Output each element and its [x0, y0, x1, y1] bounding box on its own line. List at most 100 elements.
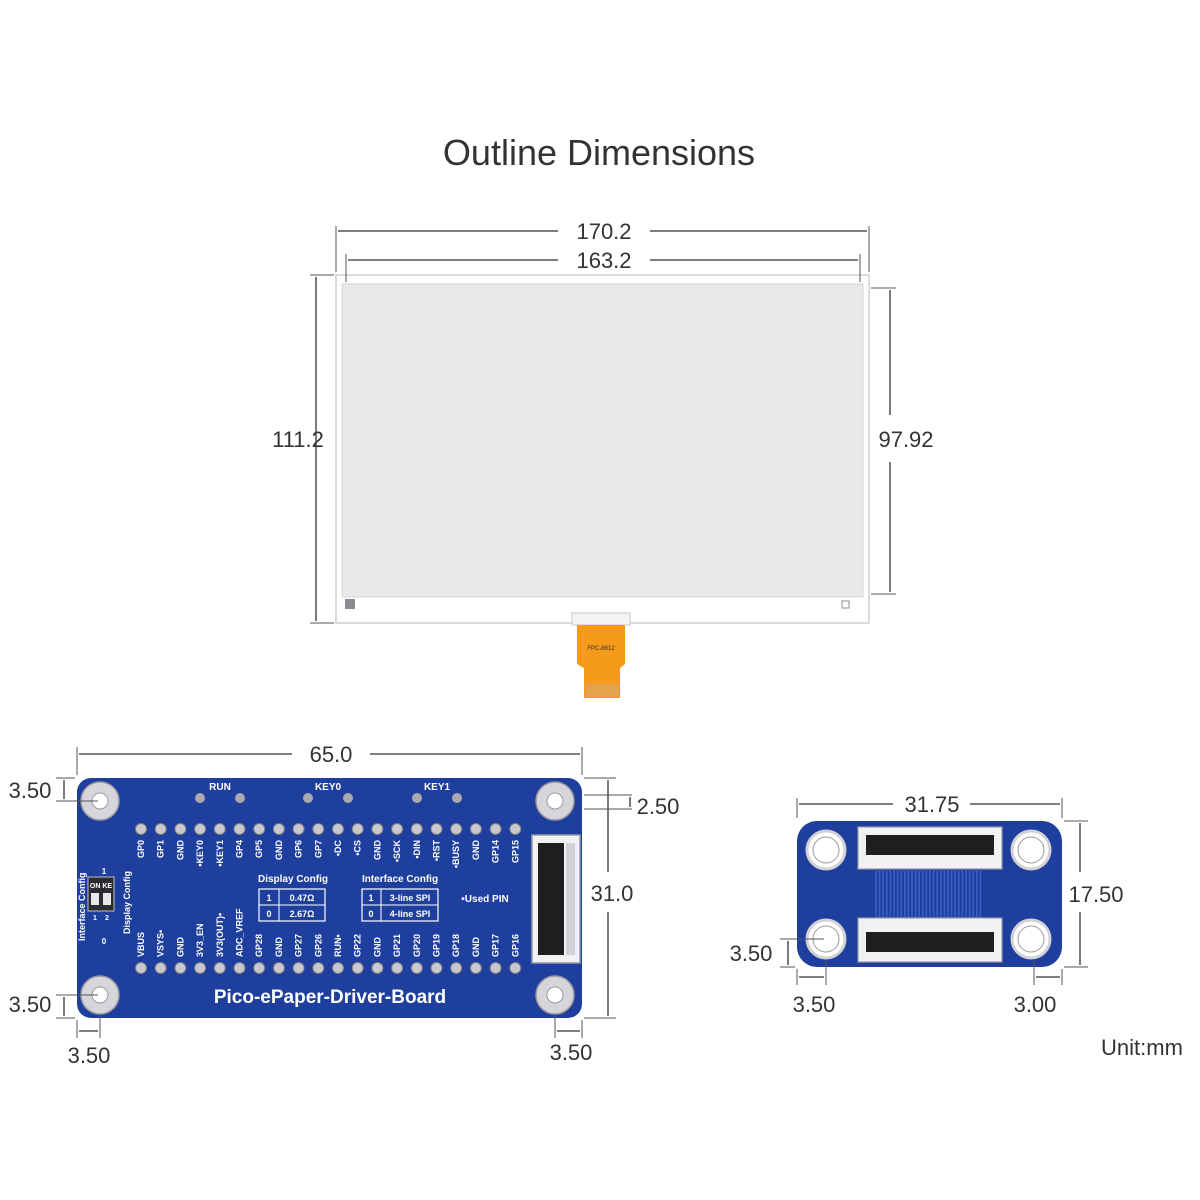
- header-pin-pad: [135, 962, 147, 974]
- display-config-value-1: 0.47Ω: [290, 893, 315, 903]
- bottom-pin-label: GND: [274, 937, 284, 958]
- header-pin-pad: [135, 823, 147, 835]
- top-pin-label: •SCK: [392, 840, 402, 863]
- bottom-pin-label: VBUS: [136, 932, 146, 957]
- fpc-cable: [577, 625, 625, 698]
- display-config-key-0: 0: [266, 909, 271, 919]
- driver-hole-offset-top: 3.50: [9, 778, 52, 803]
- header-pin-pad: [332, 962, 344, 974]
- header-pin-pad: [233, 962, 246, 974]
- epaper-active-height: 97.92: [878, 427, 933, 452]
- mounting-hole-tr: [535, 781, 575, 821]
- header-pin-pad: [194, 823, 207, 835]
- button-label-key0: KEY0: [315, 782, 342, 793]
- driver-board-pcb: [77, 778, 582, 1018]
- used-pin-legend: •Used PIN: [461, 894, 508, 905]
- button-pad: [343, 793, 353, 803]
- top-pin-label: GND: [274, 840, 284, 861]
- bottom-pin-label: RUN•: [333, 934, 343, 957]
- bottom-pin-label: GP20: [412, 934, 422, 957]
- adapter-hole-offset-bottom: 3.50: [730, 941, 773, 966]
- header-pin-pad: [312, 823, 325, 835]
- bottom-pin-label: GP17: [491, 934, 501, 957]
- panel-corner-mark-left: [345, 599, 355, 609]
- header-pin-pad: [509, 962, 522, 974]
- header-pin-pad: [332, 823, 344, 835]
- button-pad: [195, 793, 205, 803]
- header-pin-pad: [312, 962, 325, 974]
- interface-config-value-0: 4-line SPI: [390, 909, 431, 919]
- header-pin-pad: [174, 962, 187, 974]
- dip-switch-pos-2: 2: [105, 915, 109, 922]
- header-pin-pad: [371, 823, 384, 835]
- header-pin-pad: [253, 962, 266, 974]
- display-config-key-1: 1: [266, 893, 271, 903]
- header-pin-pad: [253, 823, 266, 835]
- display-config-value-0: 2.67Ω: [290, 909, 315, 919]
- driver-hole-offset-right: 3.50: [550, 1040, 593, 1065]
- fpc-clamp: [571, 612, 631, 626]
- dip-switch-display-label: Display Config: [122, 871, 132, 934]
- top-pin-label: GND: [372, 840, 382, 861]
- header-pin-pad: [410, 823, 423, 835]
- driver-board-dimensions: 65.0 31.0 2.50 3.50 3.50 3.50 3.50: [9, 742, 680, 1068]
- header-pin-pad: [371, 962, 384, 974]
- page-title: Outline Dimensions: [443, 132, 755, 173]
- top-pin-label: •BUSY: [451, 840, 461, 868]
- interface-config-value-1: 3-line SPI: [390, 893, 431, 903]
- top-pin-label: •DIN: [412, 840, 422, 859]
- driver-board-width: 65.0: [310, 742, 353, 767]
- header-pin-pad: [391, 823, 404, 835]
- header-pin-pad: [489, 823, 502, 835]
- bottom-pin-label: GP16: [510, 934, 520, 957]
- header-pin-pad: [154, 823, 167, 835]
- dip-switch-top-num: 1: [102, 867, 107, 876]
- header-pin-pad: [213, 823, 226, 835]
- bottom-pin-label: GP28: [254, 934, 264, 957]
- bottom-pin-label: GP26: [313, 934, 323, 957]
- adapter-board-height: 17.50: [1068, 882, 1123, 907]
- button-label-run: RUN: [209, 782, 231, 793]
- button-pad: [412, 793, 422, 803]
- top-pin-label: GP4: [235, 840, 245, 858]
- header-pin-pad: [469, 962, 482, 974]
- header-pin-pad: [213, 962, 226, 974]
- top-pin-label: GP1: [156, 840, 166, 858]
- panel-active-area: [341, 283, 864, 598]
- header-pin-pad: [489, 962, 502, 974]
- fpc-code: FPC-8612: [587, 646, 615, 652]
- dip-switch-pos-1: 1: [93, 915, 97, 922]
- dip-switch-off-num: 0: [102, 937, 107, 946]
- header-pin-pad: [272, 823, 285, 835]
- top-pin-label: •KEY0: [195, 840, 205, 867]
- adapter-hole-offset-right: 3.00: [1014, 992, 1057, 1017]
- bottom-pin-label: GP19: [432, 934, 442, 957]
- bottom-pin-label: GP27: [294, 934, 304, 957]
- top-pin-label: GP15: [510, 840, 520, 863]
- fpc-contacts: [585, 684, 619, 697]
- interface-config-title: Interface Config: [362, 874, 438, 885]
- top-pin-label: GP0: [136, 840, 146, 858]
- top-pin-label: GP6: [294, 840, 304, 858]
- mounting-hole-br: [535, 975, 575, 1015]
- bottom-pin-label: GP18: [451, 934, 461, 957]
- header-pin-pad: [233, 823, 246, 835]
- epaper-dimensions: 170.2 163.2 111.2 97.92: [272, 219, 934, 624]
- adapter-hole-br: [1010, 918, 1052, 960]
- driver-header-offset-top: 2.50: [637, 794, 680, 819]
- header-pin-pad: [351, 962, 364, 974]
- header-pin-pad: [450, 823, 463, 835]
- button-pad: [303, 793, 313, 803]
- interface-config-key-0: 0: [368, 909, 373, 919]
- driver-hole-offset-left: 3.50: [68, 1043, 111, 1068]
- interface-config-table: Interface Config 1 3-line SPI 0 4-line S…: [361, 874, 439, 922]
- board-name: Pico-ePaper-Driver-Board: [214, 987, 446, 1008]
- epaper-outer-height: 111.2: [272, 427, 324, 452]
- bottom-pin-label: 3V3_EN: [195, 923, 205, 957]
- top-pin-label: •RST: [432, 840, 442, 862]
- dip-switch-interface-label: Interface Config: [77, 872, 87, 941]
